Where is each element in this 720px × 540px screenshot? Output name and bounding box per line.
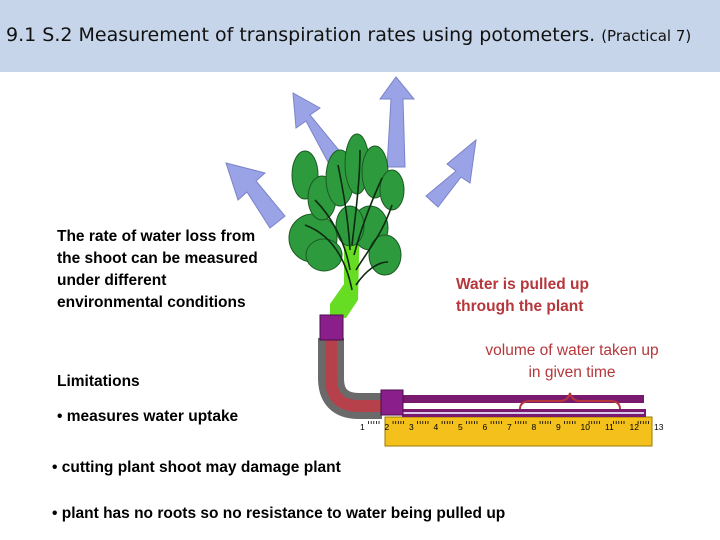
limitations-heading: Limitations xyxy=(57,373,140,390)
tap-junction xyxy=(380,389,404,416)
scale-number: 10 xyxy=(581,422,591,432)
volume-line: in given time xyxy=(528,364,616,381)
plant-shoot xyxy=(288,133,405,318)
scale-number: 7 xyxy=(507,422,512,432)
bung xyxy=(319,314,344,341)
rate-line: the shoot can be measured xyxy=(57,250,258,267)
water-column xyxy=(325,338,382,412)
arrow-icon xyxy=(292,92,343,165)
title-main: 9.1 S.2 Measurement of transpiration rat… xyxy=(6,24,596,46)
rate-line: environmental conditions xyxy=(57,294,246,311)
scale-number: 3 xyxy=(409,422,414,432)
scale-number: 6 xyxy=(483,422,488,432)
pulled-line: through the plant xyxy=(456,298,584,315)
scale-number: 11 xyxy=(605,422,614,432)
pulled-text: Water is pulled up through the plant xyxy=(456,274,589,318)
leaf xyxy=(305,238,343,272)
rate-line: The rate of water loss from xyxy=(57,228,256,245)
title-practical: (Practical 7) xyxy=(601,27,692,45)
limitation-item: • measures water uptake xyxy=(57,408,239,425)
volume-brace xyxy=(519,392,621,410)
limitation-item: • cutting plant shoot may damage plant xyxy=(52,459,341,476)
volume-text: volume of water taken up in given time xyxy=(452,340,692,384)
limitation-item: • plant has no roots so no resistance to… xyxy=(52,505,506,522)
arrow-icon xyxy=(225,162,286,229)
scale-number: 4 xyxy=(434,422,439,432)
page-title: 9.1 S.2 Measurement of transpiration rat… xyxy=(6,24,691,46)
scale-number: 9 xyxy=(556,422,561,432)
pulled-line: Water is pulled up xyxy=(456,276,589,293)
leaf xyxy=(368,234,402,276)
scale-number: 1 xyxy=(360,422,365,432)
volume-line: volume of water taken up xyxy=(485,342,659,359)
rate-text: The rate of water loss from the shoot ca… xyxy=(57,226,258,314)
rate-line: under different xyxy=(57,272,167,289)
evaporation-arrows xyxy=(225,76,477,229)
arrow-icon xyxy=(379,76,416,168)
scale-number: 2 xyxy=(385,422,390,432)
scale-number: 12 xyxy=(630,422,640,432)
scale-number: 8 xyxy=(532,422,537,432)
title-bar: 9.1 S.2 Measurement of transpiration rat… xyxy=(0,0,720,72)
leaf xyxy=(379,169,405,211)
arrow-icon xyxy=(425,138,477,208)
reservoir-tube xyxy=(402,395,644,403)
scale-number: 5 xyxy=(458,422,463,432)
scale-number: 13 xyxy=(654,422,664,432)
